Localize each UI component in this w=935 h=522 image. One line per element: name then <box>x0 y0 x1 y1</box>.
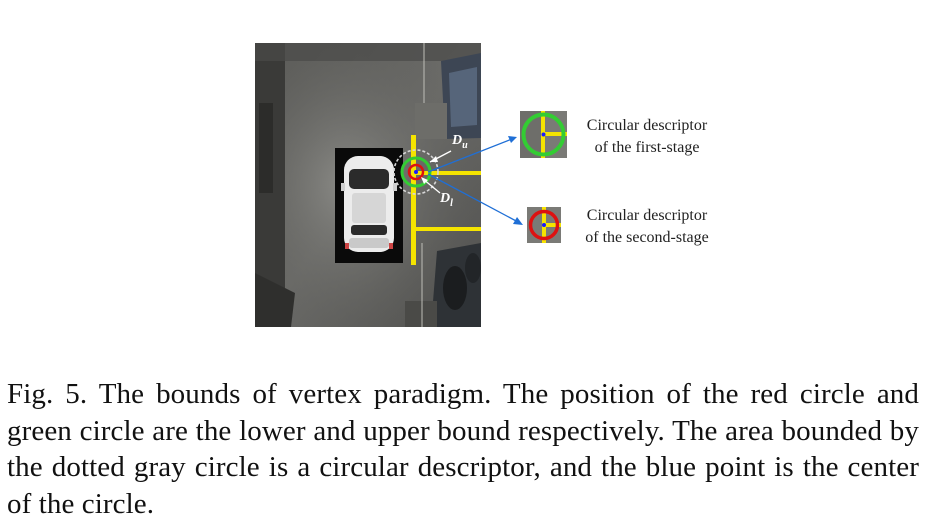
first-stage-label-line1: Circular descriptor <box>572 115 722 137</box>
first-stage-label-line2: of the first-stage <box>572 137 722 159</box>
upper-bound-annotation: Du <box>452 134 468 153</box>
lower-bound-symbol: D <box>440 191 450 206</box>
second-stage-label-line2: of the second-stage <box>570 227 724 249</box>
lower-bound-annotation: Dl <box>440 192 453 211</box>
upper-bound-subscript: u <box>462 140 468 151</box>
second-stage-descriptor-thumbnail <box>527 207 561 243</box>
second-stage-label-line1: Circular descriptor <box>570 205 724 227</box>
figure-caption: Fig. 5. The bounds of vertex paradigm. T… <box>7 376 919 522</box>
first-stage-descriptor-label: Circular descriptor of the first-stage <box>572 115 722 159</box>
upper-bound-symbol: D <box>452 133 462 148</box>
arrow-head-second-stage <box>513 217 523 225</box>
second-stage-descriptor-label: Circular descriptor of the second-stage <box>570 205 724 249</box>
first-stage-descriptor-thumbnail <box>520 111 567 158</box>
figure: Du Dl Circular descriptor of <box>0 0 935 340</box>
arrow-head-first-stage <box>508 136 517 143</box>
lower-bound-subscript: l <box>450 198 453 209</box>
parking-scene-image <box>255 43 481 327</box>
